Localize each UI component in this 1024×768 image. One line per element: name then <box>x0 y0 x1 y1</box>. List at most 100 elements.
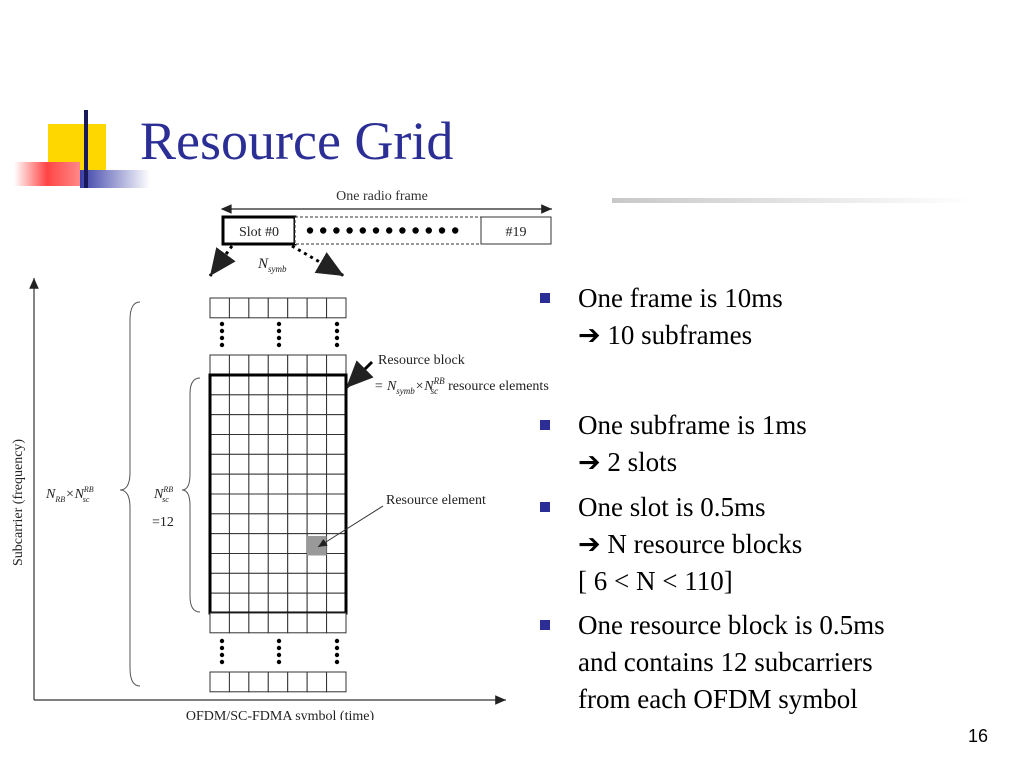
resource-element <box>326 473 347 495</box>
symbol-cell <box>326 297 347 319</box>
resource-element <box>287 592 308 614</box>
bottom-symbol-row <box>209 671 347 693</box>
resource-element <box>228 513 250 535</box>
resource-element <box>326 533 347 555</box>
resource-element <box>287 493 308 515</box>
slot-dot <box>333 227 340 234</box>
resource-element <box>306 513 328 535</box>
logo-vertical-line <box>84 110 88 188</box>
symbol-cell <box>267 671 289 693</box>
symbol-cell <box>306 612 328 634</box>
resource-element <box>287 513 308 535</box>
bullet-line: ➔ N resource blocks <box>578 529 803 559</box>
ellipsis-dot <box>276 335 282 341</box>
resource-element <box>326 553 347 574</box>
symbol-cell <box>228 671 250 693</box>
symbol-cell <box>248 297 269 319</box>
symbol-cell <box>306 354 328 376</box>
resource-element <box>209 434 230 455</box>
symbol-cell <box>228 354 250 376</box>
symbol-cell <box>228 612 250 634</box>
bullet-line: [ 6 < N < 110] <box>578 566 733 596</box>
page-number: 16 <box>967 726 988 746</box>
slot-last-box <box>480 216 552 245</box>
ellipsis-dot <box>334 638 340 644</box>
resource-element <box>209 374 230 396</box>
resource-block-label: Resource block <box>378 353 465 368</box>
slot-dots <box>306 227 459 234</box>
resource-element <box>267 434 289 455</box>
resource-element <box>228 533 250 555</box>
resource-element <box>306 493 328 515</box>
resource-element <box>267 414 289 435</box>
grid-dots-upper <box>219 321 340 348</box>
resource-element <box>287 394 308 416</box>
resource-element <box>326 434 347 455</box>
resource-block-pointer <box>344 360 374 390</box>
bullet-line: One resource block is 0.5ms <box>578 610 885 640</box>
ellipsis-dot <box>334 335 340 341</box>
bullet-line: ➔ 10 subframes <box>578 320 753 350</box>
resource-element <box>326 453 347 475</box>
symbol-cell <box>287 612 308 634</box>
symbol-cell <box>267 297 289 319</box>
resource-element <box>248 453 269 475</box>
resource-element <box>248 414 269 435</box>
outer-brace <box>119 301 141 687</box>
ellipsis-dot <box>276 342 282 348</box>
nsc-value: =12 <box>152 515 174 530</box>
resource-element <box>306 414 328 435</box>
bullet-icon <box>540 620 550 630</box>
symbol-cell <box>248 354 269 376</box>
logo-red-bar <box>14 162 80 186</box>
resource-element-label: Resource element <box>386 493 486 508</box>
symbol-cell <box>326 671 347 693</box>
ellipsis-dot <box>334 342 340 348</box>
symbol-cell <box>267 612 289 634</box>
ellipsis-dot <box>219 645 225 651</box>
resource-element <box>248 533 269 555</box>
resource-element <box>209 493 230 515</box>
symbol-cell <box>209 354 230 376</box>
symbol-cell <box>326 354 347 376</box>
expand-arrow-left <box>208 245 236 277</box>
slot-dot <box>425 227 432 234</box>
resource-element <box>326 592 347 614</box>
resource-element <box>306 394 328 416</box>
resource-element <box>287 553 308 574</box>
symbol-cell <box>209 671 230 693</box>
title-divider <box>612 198 972 203</box>
resource-element <box>209 513 230 535</box>
bullet-line: One slot is 0.5ms <box>578 492 766 522</box>
resource-element <box>228 592 250 614</box>
resource-element <box>326 414 347 435</box>
resource-element <box>267 513 289 535</box>
bullet-line: One frame is 10ms <box>578 283 783 313</box>
slot-dot <box>306 227 314 234</box>
bullet-line: ➔ 2 slots <box>578 447 678 477</box>
resource-element <box>267 473 289 495</box>
resource-element <box>306 453 328 475</box>
resource-element <box>248 592 269 614</box>
symbol-cell <box>287 671 308 693</box>
ellipsis-dot <box>219 335 225 341</box>
bullet-icon <box>540 420 550 430</box>
resource-element <box>306 434 328 455</box>
inner-brace <box>181 377 201 613</box>
resource-element <box>228 414 250 435</box>
resource-element <box>306 473 328 495</box>
resource-element <box>326 572 347 594</box>
ellipsis-dot <box>334 328 340 334</box>
slot-last-label: #19 <box>506 225 527 240</box>
ellipsis-dot <box>219 328 225 334</box>
symbol-cell <box>326 612 347 634</box>
resource-element <box>267 592 289 614</box>
resource-element <box>209 394 230 416</box>
resource-element <box>209 414 230 435</box>
resource-element <box>306 572 328 594</box>
resource-element <box>248 572 269 594</box>
symbol-cell <box>248 671 269 693</box>
top-symbol-row <box>209 297 347 319</box>
resource-element <box>248 434 269 455</box>
